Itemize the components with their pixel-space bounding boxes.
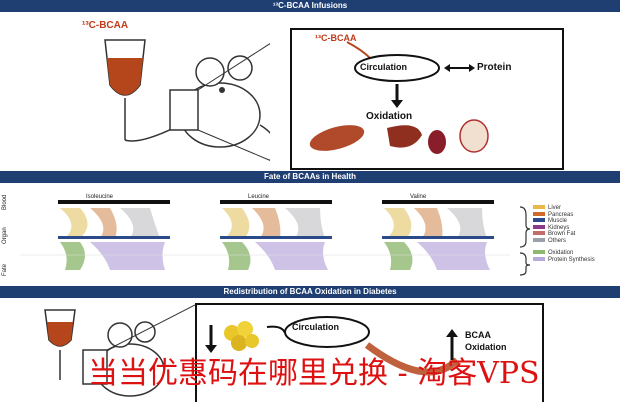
aa-label-valine: Valine — [410, 194, 427, 200]
section-title-fate: Fate of BCAAs in Health — [0, 171, 620, 183]
aa-label-isoleucine: Isoleucine — [86, 194, 114, 200]
organ-legend-label: Pancreas — [548, 211, 574, 218]
organ-legend-label: Others — [548, 237, 567, 244]
bag-label: ¹³C-BCAA — [82, 20, 129, 31]
row-label-blood: Blood — [2, 194, 8, 210]
organ-legend-label: Brown Fat — [548, 231, 576, 237]
kidney-icon — [428, 130, 446, 154]
liver-icon — [387, 125, 422, 148]
flow-sankey — [20, 200, 510, 270]
bcaa-label: BCAA — [465, 330, 491, 340]
legend-brackets — [519, 206, 531, 276]
organ-legend-swatch — [533, 237, 545, 242]
fat-icon — [224, 321, 259, 351]
row-label-organ: Organ — [2, 227, 8, 244]
fate-legend-item: Protein Synthesis — [533, 257, 595, 263]
oxidation-increase-label: Oxidation — [465, 342, 507, 352]
down-arrow-icon — [205, 345, 217, 353]
oxidation-label: Oxidation — [366, 111, 413, 122]
diabetes-flow-diagram — [205, 316, 460, 376]
organ-legend-item: Others — [533, 238, 566, 244]
fate-legend-label: Oxidation — [548, 250, 574, 256]
diabetes-circulation-label: Circulation — [292, 322, 340, 332]
circulation-ellipse — [284, 316, 370, 348]
section-title-diabetes: Redistribution of BCAA Oxidation in Diab… — [0, 286, 620, 298]
organ-legend-item: Muscle — [533, 218, 567, 224]
organ-legend-swatch — [533, 231, 545, 236]
fate-legend-label: Protein Synthesis — [548, 257, 595, 263]
fate-legend-swatch — [533, 257, 545, 262]
organ-legend-label: Kidneys — [548, 224, 570, 231]
inset-flow-diagram — [309, 41, 489, 154]
muscle-icon — [309, 125, 365, 151]
sankey-isoleucine — [58, 200, 170, 270]
organ-legend-swatch — [533, 218, 545, 223]
protein-label: Protein — [477, 62, 512, 73]
watermark-text: 当当优惠码在哪里兑换 - 淘客VPS — [88, 356, 540, 391]
organ-legend-item: Pancreas — [533, 212, 573, 218]
diabetes-mouse-illustration — [44, 304, 195, 397]
section-title-infusions: ¹³C-BCAA Infusions — [0, 0, 620, 12]
row-label-fate: Fate — [2, 263, 8, 276]
organ-legend-swatch — [533, 211, 545, 216]
circulation-ellipse — [354, 54, 440, 82]
circulation-label: Circulation — [360, 62, 408, 72]
organ-legend-swatch — [533, 205, 545, 210]
up-arrow-icon — [446, 329, 458, 337]
organ-legend-label: Muscle — [548, 218, 568, 224]
sankey-valine — [382, 200, 494, 270]
organ-legend-item: Kidneys — [533, 225, 569, 231]
mouse-infusion-illustration — [104, 39, 270, 161]
fate-legend-item: Oxidation — [533, 250, 573, 256]
sankey-leucine — [220, 200, 332, 270]
organ-legend-item: Brown Fat — [533, 231, 575, 237]
organ-legend-item: Liver — [533, 205, 561, 211]
infusion-inset-box — [290, 28, 564, 170]
inset-bcaa-label: ¹³C-BCAA — [315, 33, 357, 43]
iv-fluid — [107, 58, 143, 95]
fate-legend-swatch — [533, 250, 545, 255]
aa-label-leucine: Leucine — [248, 194, 270, 200]
organ-legend-swatch — [533, 224, 545, 229]
organ-legend-label: Liver — [548, 205, 562, 211]
heart-icon — [459, 119, 489, 153]
diabetes-inset-box — [195, 303, 544, 402]
